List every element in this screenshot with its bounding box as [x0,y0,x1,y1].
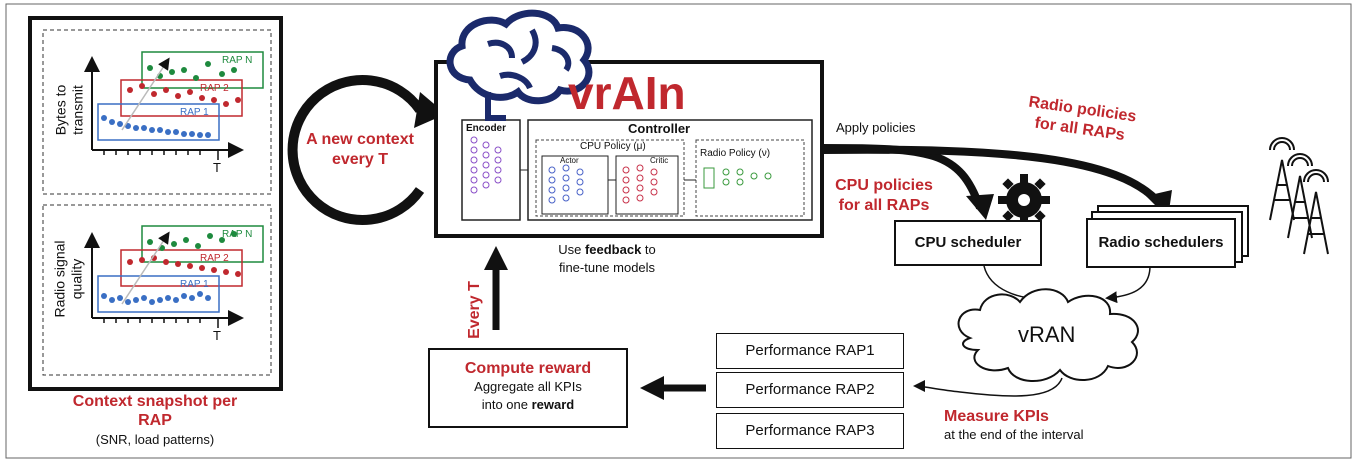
axis-t-label-2: T [213,328,221,343]
context-caption-sub: (SNR, load patterns) [95,432,215,447]
panel1-ylabel-line1: Bytes to [52,84,68,136]
mini-chart-1 [84,51,264,160]
vran-cloud [957,288,1139,383]
performance-rap3-label: Performance RAP3 [745,422,875,439]
mini-chart-2 [84,225,264,328]
compute-reward-line2-prefix: into one [481,397,532,412]
rap-1-label-2: RAP 1 [180,279,209,290]
panel2-ylabel: Radio signal quality [40,224,98,334]
axis-t-label: T [213,160,221,175]
rap-n-label: RAP N [222,55,253,66]
feedback-bold: feedback [584,242,642,257]
measure-kpis-title: Measure KPIs [944,408,1049,425]
critic-label: Critic [650,156,669,165]
gear-icon [998,174,1050,226]
apply-policies-label: Apply policies [836,120,916,135]
panel1-ylabel: Bytes to transmit [40,58,98,162]
policy-arrows [821,144,1172,220]
cpu-policies-label: CPU policies for all RAPs [822,176,946,216]
feedback-note: Use feedback to fine-tune models [532,241,682,277]
cpu-policy-label: CPU Policy (μ) [580,141,646,152]
architecture-figure [461,119,813,221]
performance-rap2-label: Performance RAP2 [745,381,875,398]
compute-reward-box: Compute reward Aggregate all KPIs into o… [428,348,628,428]
radio-schedulers-label: Radio schedulers [1098,234,1224,251]
cpu-scheduler-box: CPU scheduler [894,220,1042,266]
cpu-policies-line2: for all RAPs [838,197,930,214]
panel2-ylabel-line2: quality [69,258,85,300]
context-caption-line1: Context snapshot per [72,393,238,410]
measure-kpis-label: Measure KPIs at the end of the interval [944,408,1083,444]
feedback-prefix: Use [558,242,585,257]
rap-n-box-2 [141,225,264,263]
vran-label: vRAN [1018,322,1076,347]
compute-reward-line2-bold: reward [531,397,575,412]
rap-2-box-2 [120,249,243,287]
panel-bytes [42,29,272,195]
cpu-policies-line1: CPU policies [835,177,933,194]
brain-icon [446,9,593,121]
rap-1-box-2 [97,275,220,313]
rap-n-box [141,51,264,89]
antenna-icon [1269,137,1329,255]
panel-radio [42,204,272,376]
compute-reward-line1: Aggregate all KPIs [474,379,582,394]
rap-2-label: RAP 2 [200,83,229,94]
panel2-ylabel-line1: Radio signal [52,240,68,318]
context-loop-arrow [287,75,446,225]
radio-schedulers-box: Radio schedulers [1086,218,1236,268]
every-t-label: Every T [460,280,490,340]
context-box [28,16,283,391]
rap-2-box [120,79,243,117]
performance-rap1: Performance RAP1 [716,333,904,369]
performance-rap1-label: Performance RAP1 [745,342,875,359]
every-t-text: Every T [466,281,483,339]
context-caption: Context snapshot per RAP (SNR, load patt… [20,392,290,449]
context-caption-line2: RAP [138,412,172,429]
loop-label-line1: A new context [306,131,414,148]
outer-frame [5,3,1352,459]
cpu-scheduler-label: CPU scheduler [914,234,1022,251]
rap-1-label: RAP 1 [180,107,209,118]
measure-kpis-sub: at the end of the interval [944,427,1084,442]
rap-n-label-2: RAP N [222,229,253,240]
compute-reward-title: Compute reward [464,360,592,377]
vrain-title: vrAIn [568,67,686,119]
panel1-ylabel-line2: transmit [69,85,85,135]
performance-rap2: Performance RAP2 [716,372,904,408]
rap-2-label-2: RAP 2 [200,253,229,264]
loop-label: A new context every T [285,130,435,170]
radio-policy-label: Radio Policy (ν) [700,148,771,159]
encoder-label: Encoder [466,123,507,134]
feedback-suffix: to [641,242,656,257]
feedback-line2: fine-tune models [558,260,656,275]
performance-rap3: Performance RAP3 [716,413,904,449]
loop-label-line2: every T [331,151,389,168]
controller-label: Controller [628,121,691,136]
actor-label: Actor [560,156,579,165]
rap-1-box [97,103,220,141]
